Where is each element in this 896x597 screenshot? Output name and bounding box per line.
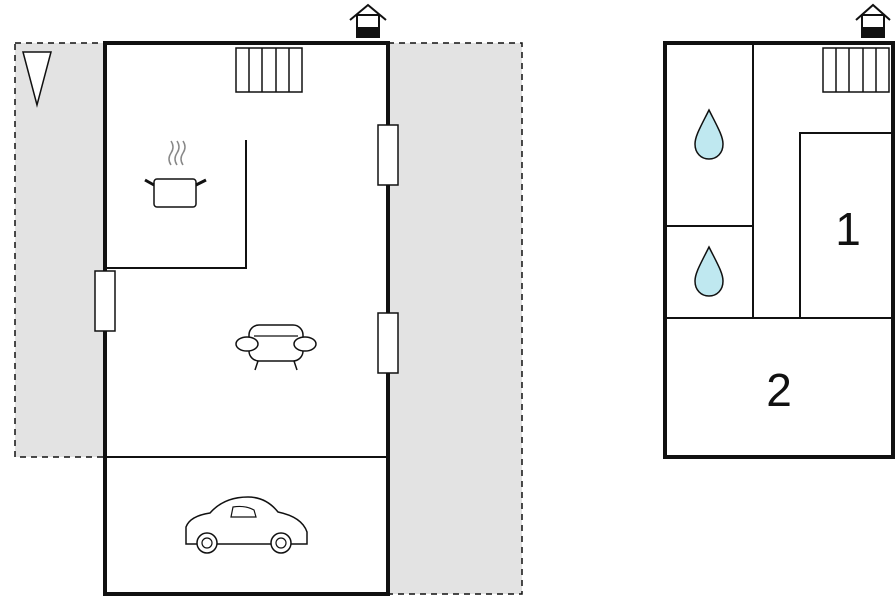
water-drop-icon bbox=[694, 108, 724, 160]
kitchen-wall bbox=[105, 140, 247, 269]
window bbox=[94, 270, 116, 332]
water-drop-icon bbox=[694, 245, 724, 297]
sofa-icon bbox=[235, 324, 317, 371]
wall bbox=[799, 132, 893, 318]
kitchen-icon bbox=[144, 140, 207, 208]
terrace-left bbox=[14, 42, 106, 458]
radiator-icon bbox=[235, 47, 303, 93]
terrace-right bbox=[387, 42, 523, 595]
room-label-1: 1 bbox=[835, 203, 861, 255]
room-label-2: 2 bbox=[766, 364, 792, 416]
window bbox=[377, 124, 399, 186]
entrance-icon bbox=[855, 3, 891, 38]
window bbox=[377, 312, 399, 374]
north-arrow-icon bbox=[22, 51, 52, 108]
upper-floor-outline bbox=[663, 41, 895, 459]
car-icon bbox=[185, 496, 308, 554]
ground-floor bbox=[14, 3, 523, 596]
entrance-icon bbox=[349, 3, 387, 38]
upper-floor: 1 2 bbox=[663, 3, 895, 459]
radiator-icon bbox=[822, 47, 890, 93]
